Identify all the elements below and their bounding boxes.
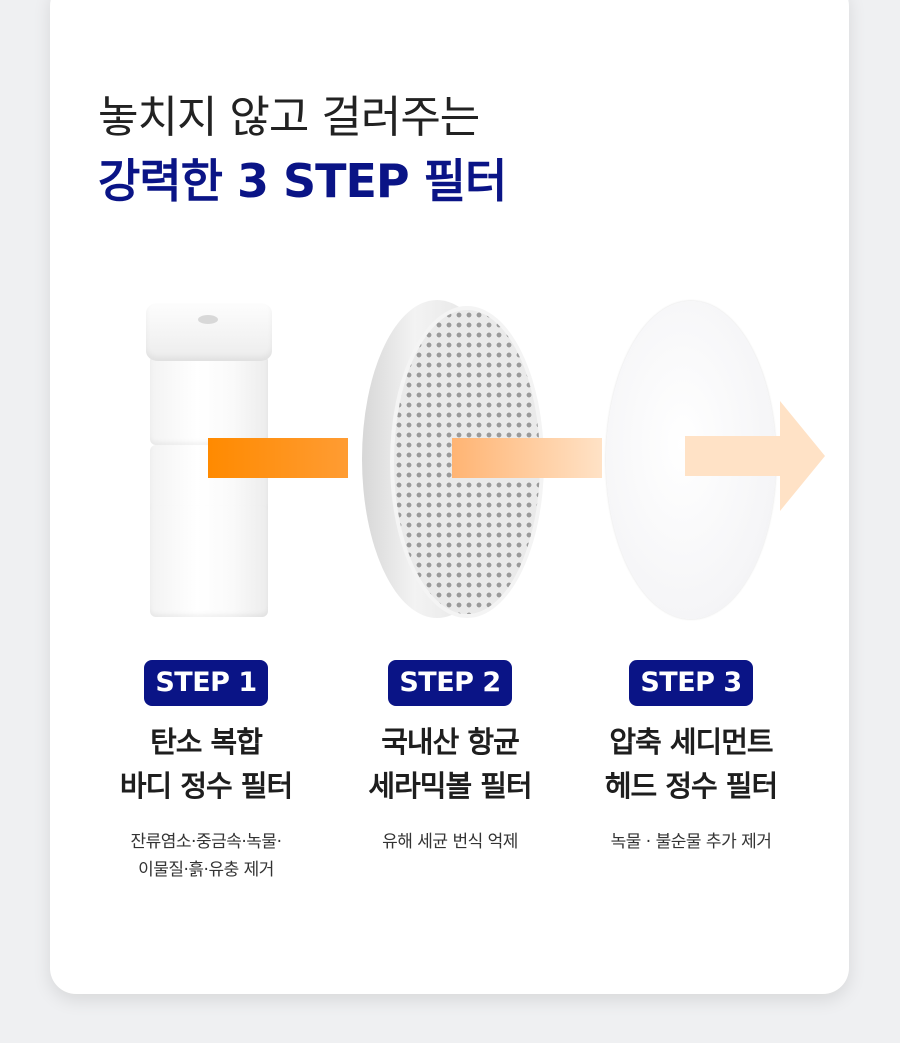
step-2: STEP 2 국내산 항균 세라믹볼 필터 유해 세균 번식 억제 bbox=[320, 660, 580, 856]
step-description: 녹물 · 불순물 추가 제거 bbox=[561, 828, 821, 856]
cartridge-segment bbox=[150, 355, 268, 445]
headline-line1: 놓치지 않고 걸러주는 bbox=[98, 92, 480, 143]
flow-arrow-segment-2 bbox=[452, 438, 602, 478]
step-title: 압축 세디먼트 헤드 정수 필터 bbox=[561, 720, 821, 808]
step-1: STEP 1 탄소 복합 바디 정수 필터 잔류염소·중금속·녹물· 이물질·흙… bbox=[76, 660, 336, 884]
step-desc-line1: 녹물 · 불순물 추가 제거 bbox=[610, 832, 772, 852]
step-badge: STEP 1 bbox=[144, 660, 268, 706]
carbon-cartridge-image bbox=[146, 295, 272, 617]
step-desc-line1: 유해 세균 번식 억제 bbox=[382, 832, 518, 852]
step-desc-line2: 이물질·흙·유충 제거 bbox=[138, 860, 274, 880]
step-desc-line1: 잔류염소·중금속·녹물· bbox=[130, 832, 282, 852]
step-title-line1: 국내산 항균 bbox=[381, 725, 520, 759]
step-description: 유해 세균 번식 억제 bbox=[320, 828, 580, 856]
step-description: 잔류염소·중금속·녹물· 이물질·흙·유충 제거 bbox=[76, 828, 336, 884]
step-title: 탄소 복합 바디 정수 필터 bbox=[76, 720, 336, 808]
cartridge-cap bbox=[146, 303, 272, 361]
headline-line2: 강력한 3 STEP 필터 bbox=[98, 154, 507, 208]
step-title-line1: 탄소 복합 bbox=[150, 725, 263, 759]
step-title-line2: 바디 정수 필터 bbox=[119, 769, 293, 803]
flow-arrow-segment-1 bbox=[208, 438, 348, 478]
flow-arrow-head-icon bbox=[685, 401, 825, 511]
step-badge: STEP 3 bbox=[629, 660, 753, 706]
step-title-line1: 압축 세디먼트 bbox=[609, 725, 773, 759]
cartridge-hole bbox=[198, 315, 218, 324]
step-title-line2: 세라믹볼 필터 bbox=[368, 769, 532, 803]
step-title-line2: 헤드 정수 필터 bbox=[604, 769, 778, 803]
step-3: STEP 3 압축 세디먼트 헤드 정수 필터 녹물 · 불순물 추가 제거 bbox=[561, 660, 821, 856]
step-badge: STEP 2 bbox=[388, 660, 512, 706]
cartridge-segment bbox=[150, 505, 268, 617]
filter-visual bbox=[0, 295, 900, 625]
headline: 놓치지 않고 걸러주는 강력한 3 STEP 필터 bbox=[98, 92, 507, 208]
step-title: 국내산 항균 세라믹볼 필터 bbox=[320, 720, 580, 808]
